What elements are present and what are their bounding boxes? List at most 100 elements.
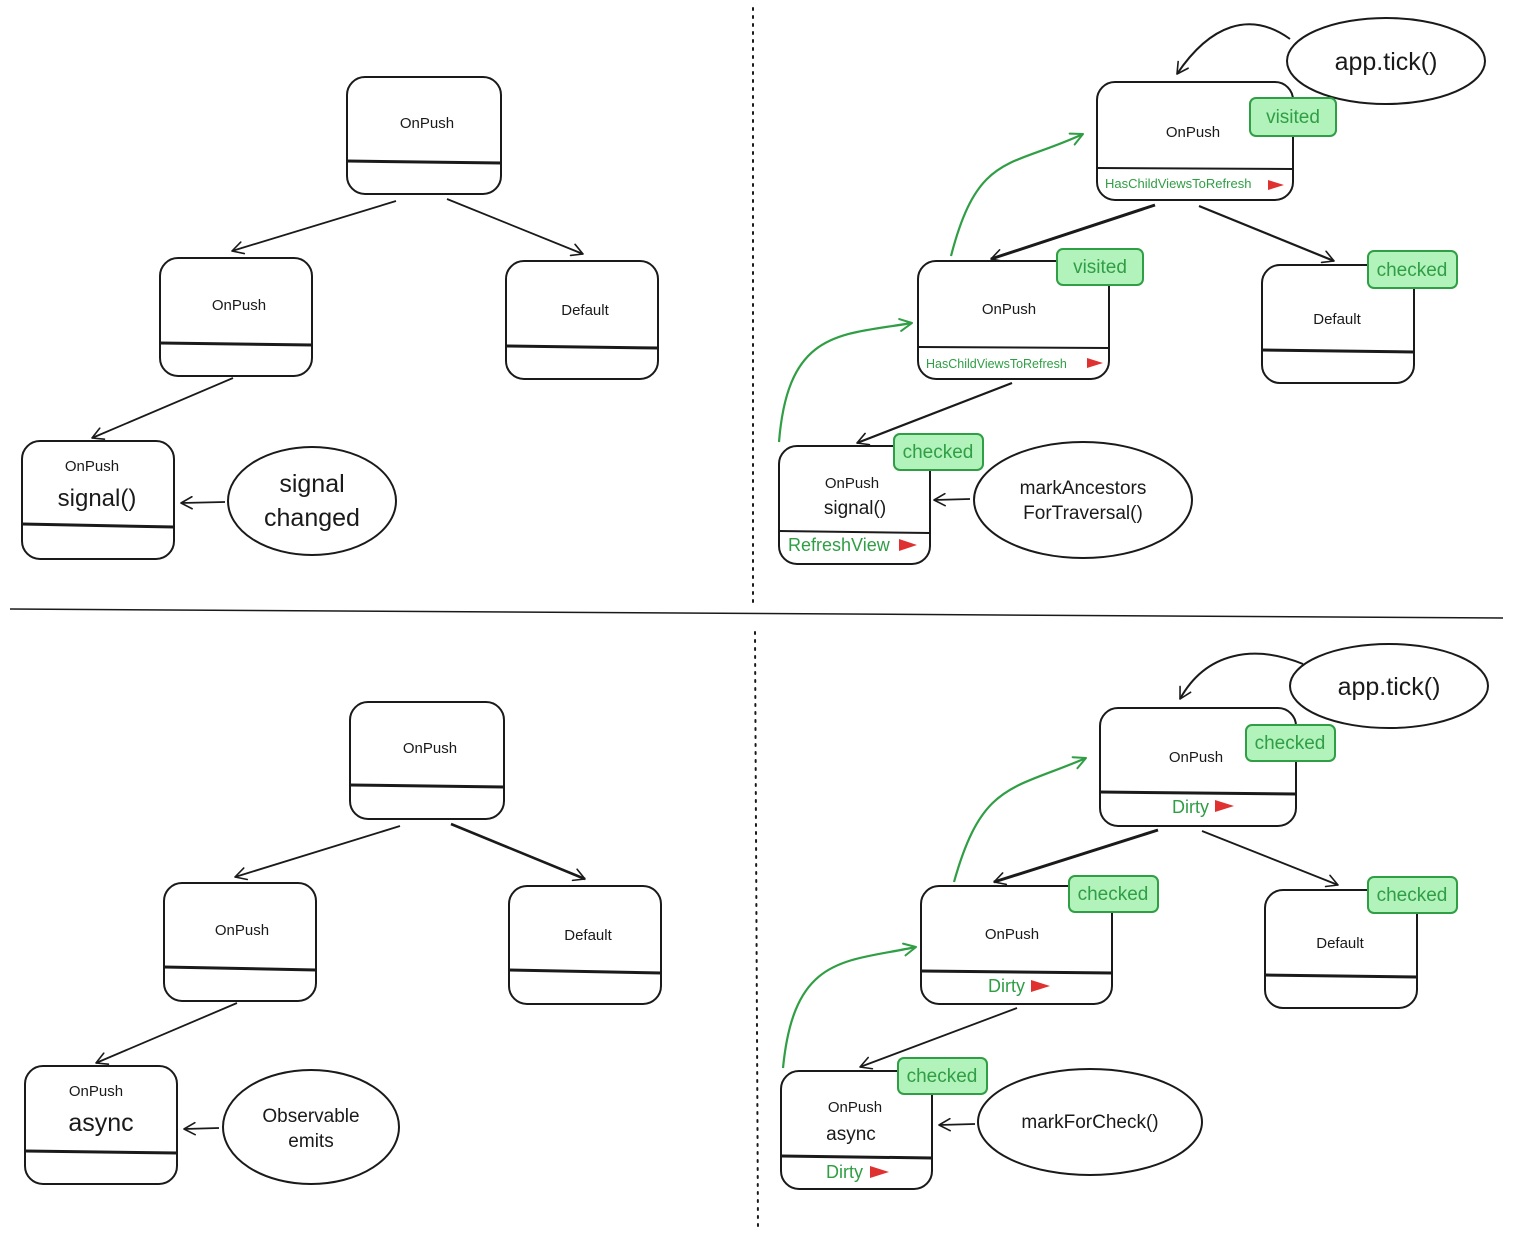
q2-bubble-top: app.tick() [1286,17,1486,105]
q1-leaf-sub: signal() [58,485,137,512]
q2-root-label: OnPush [1166,124,1220,141]
q4-mid-flag-icon [1031,980,1050,992]
q2-arrow-root-right [1198,204,1335,264]
q1-arrow-root-right [446,198,584,257]
q4-arrow-mid-leaf [859,1007,1018,1070]
q4-root-flag-icon [1215,800,1234,812]
q2-leaf-node: OnPush signal() RefreshView checked [778,433,984,565]
q4-bubble-top-text: app.tick() [1338,673,1441,701]
q4-tree: app.tick() OnPush Dirty checked OnPush D… [780,643,1489,1190]
q3-leaf-node: OnPush async [24,1065,178,1185]
q2-root-node: OnPush HasChildViewsToRefresh visited [1096,81,1337,201]
q1-arrow-mid-leaf [91,377,234,441]
q3-leaf-sub: async [68,1109,133,1137]
q4-root-badge-text: checked [1255,733,1326,754]
q2-bubble-line2: ForTraversal() [1023,503,1143,524]
q2-leaf-badge-text: checked [903,442,974,463]
horizontal-divider [9,608,1504,619]
q1-tree: OnPush OnPush Default OnPush signal() si… [21,76,659,560]
q4-right-label: Default [1316,935,1364,952]
q3-root-label: OnPush [403,740,457,757]
q2-arrow-root-mid [990,203,1156,263]
q2-right-badge-text: checked [1377,260,1448,281]
q3-mid-label: OnPush [215,922,269,939]
q4-arrow-bubble-leaf [938,1117,976,1132]
q1-bubble-line1: signal [279,470,344,498]
q2-leaf-sub: signal() [824,498,886,519]
q1-root-label: OnPush [400,115,454,132]
q2-leaf-label: OnPush [825,475,879,492]
q4-root-status: Dirty [1172,797,1209,817]
q4-bubble: markForCheck() [977,1068,1203,1176]
q2-tree: app.tick() OnPush HasChildViewsToRefresh… [777,17,1486,565]
q4-root-badge: checked [1245,724,1336,762]
q2-mid-badge-text: visited [1073,257,1127,278]
q2-right-node: Default checked [1261,250,1458,384]
q2-arrow-tick [1176,23,1291,75]
q4-arrow-tick [1179,652,1304,700]
q2-bubble: markAncestors ForTraversal() [973,441,1193,559]
q4-mid-badge: checked [1068,875,1159,913]
q4-root-node: OnPush Dirty checked [1099,707,1336,827]
q4-leaf-status: Dirty [826,1162,863,1182]
q3-root-node: OnPush [349,701,505,820]
q4-green-arrow-mid-root [952,756,1087,883]
q3-bubble-line1: Observable [262,1106,359,1127]
q2-leaf-status: RefreshView [788,535,891,555]
q2-root-status: HasChildViewsToRefresh [1105,176,1251,191]
q1-right-label: Default [561,302,609,319]
q4-right-badge-text: checked [1377,885,1448,906]
q3-right-label: Default [564,927,612,944]
q4-bubble-text: markForCheck() [1021,1112,1158,1133]
q2-right-label: Default [1313,311,1361,328]
q3-tree: OnPush OnPush Default OnPush async Obser… [24,701,662,1185]
q2-arrow-mid-leaf [856,381,1013,446]
q2-mid-flag-icon [1087,358,1103,368]
q2-mid-label: OnPush [982,301,1036,318]
q1-mid-label: OnPush [212,297,266,314]
q2-mid-node: OnPush HasChildViewsToRefresh visited [917,248,1144,380]
q4-leaf-node: OnPush async Dirty checked [780,1057,988,1190]
q1-root-node: OnPush [346,76,502,195]
q3-arrow-mid-leaf [95,1002,238,1066]
q4-leaf-badge: checked [897,1057,988,1095]
q4-leaf-label: OnPush [828,1099,882,1116]
q2-green-arrow-mid-root [949,132,1084,257]
q4-mid-node: OnPush Dirty checked [920,875,1159,1005]
q2-leaf-flag-icon [899,539,917,551]
q3-arrow-root-mid [234,825,401,881]
q1-arrow-bubble-leaf [180,495,226,510]
q4-arrow-root-right [1201,830,1339,888]
q2-root-badge: visited [1249,97,1337,137]
q2-bubble-line1: markAncestors [1020,478,1147,499]
q3-bubble-line2: emits [288,1131,333,1152]
q3-arrow-bubble-leaf [183,1121,220,1136]
q4-mid-status: Dirty [988,976,1025,996]
q2-mid-badge: visited [1056,248,1144,286]
q4-bubble-top: app.tick() [1289,643,1489,729]
q3-arrow-root-right [450,822,586,882]
q2-root-flag-icon [1268,180,1284,190]
q1-arrow-root-mid [231,200,397,255]
q4-mid-badge-text: checked [1078,884,1149,905]
q2-mid-status: HasChildViewsToRefresh [926,357,1067,371]
q2-right-badge: checked [1367,250,1458,289]
q2-arrow-bubble-leaf [933,492,971,507]
q4-leaf-sub: async [826,1124,876,1145]
q1-right-node: Default [505,260,659,380]
q2-leaf-badge: checked [893,433,984,471]
q1-bubble: signal changed [227,446,397,556]
q4-leaf-badge-text: checked [907,1066,978,1087]
q3-bubble: Observable emits [222,1069,400,1185]
q1-mid-node: OnPush [159,257,313,377]
q1-leaf-label: OnPush [65,458,119,475]
q4-mid-label: OnPush [985,926,1039,943]
q4-arrow-root-mid [993,828,1159,886]
q3-mid-node: OnPush [163,882,317,1002]
q4-leaf-flag-icon [870,1166,889,1178]
q4-green-arrow-leaf-mid [781,942,917,1069]
vertical-divider-bottom [754,631,759,1231]
q3-leaf-label: OnPush [69,1083,123,1100]
q3-right-node: Default [508,885,662,1005]
